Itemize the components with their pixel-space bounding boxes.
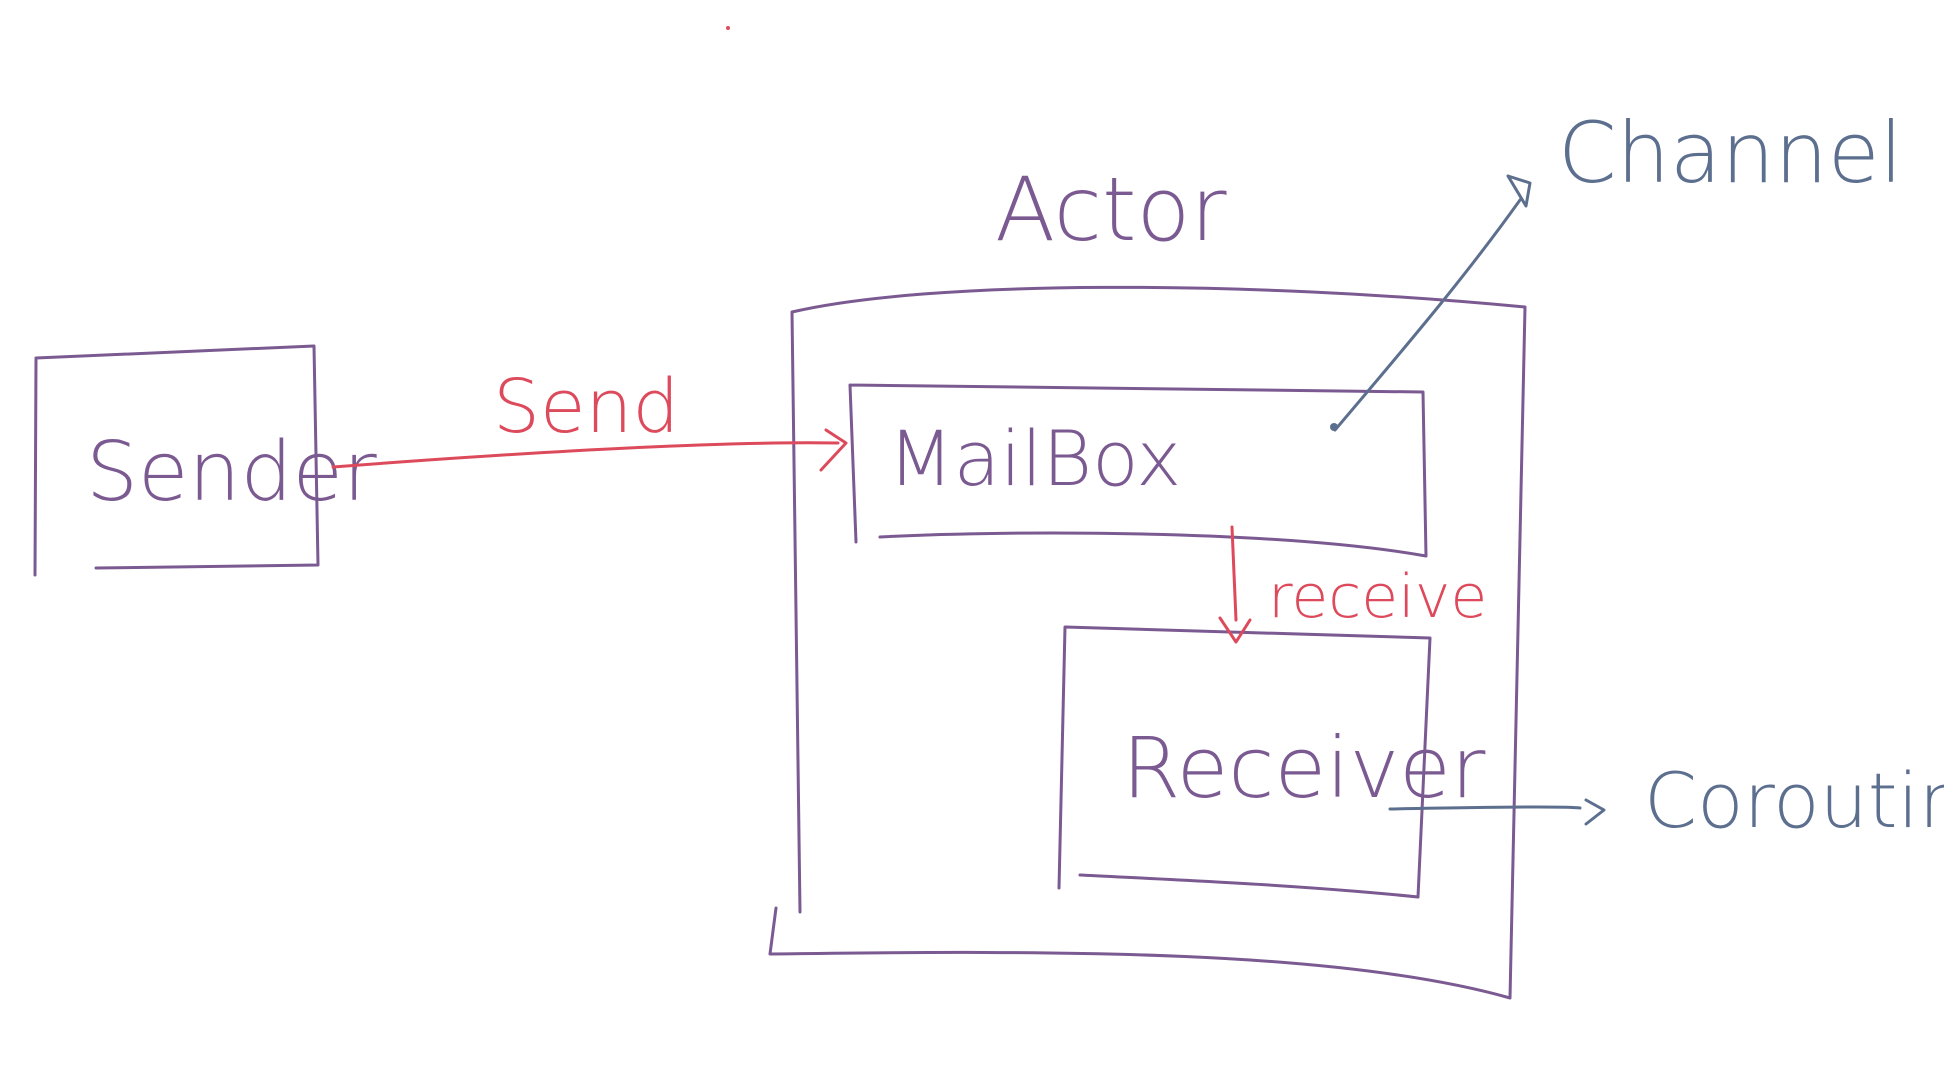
actor-box xyxy=(768,285,1527,1000)
coroutine-annotation: Coroutine xyxy=(1388,756,1944,845)
channel-annotation: Channel xyxy=(1330,104,1903,432)
channel-label: Channel xyxy=(1558,104,1903,202)
receive-label: receive xyxy=(1268,562,1487,632)
receive-arrowhead xyxy=(1218,616,1252,644)
mailbox-label: MailBox xyxy=(888,414,1181,503)
channel-pointer-head xyxy=(1506,174,1532,208)
stray-dot xyxy=(726,26,730,30)
send-arrowhead xyxy=(819,428,848,472)
receive-edge: receive xyxy=(1218,525,1487,644)
coroutine-label: Coroutine xyxy=(1644,756,1944,845)
mailbox-box xyxy=(848,383,1428,558)
receiver-label: Receiver xyxy=(1122,719,1486,817)
channel-pointer-dot xyxy=(1330,423,1338,431)
receiver-box xyxy=(1057,625,1432,899)
sender-node: Sender xyxy=(33,344,377,577)
send-edge: Send xyxy=(331,364,848,472)
sender-box xyxy=(33,344,320,577)
receiver-node: Receiver xyxy=(1057,625,1486,899)
sender-label: Sender xyxy=(86,425,377,520)
mailbox-node: MailBox xyxy=(848,383,1428,558)
coroutine-pointer-head xyxy=(1584,798,1606,826)
send-arrow-line xyxy=(331,441,840,469)
send-label: Send xyxy=(493,364,679,450)
actor-label: Actor xyxy=(995,158,1227,261)
coroutine-pointer-line xyxy=(1388,805,1582,811)
actor-node: Actor xyxy=(768,158,1527,1000)
channel-pointer-line xyxy=(1333,198,1522,432)
receive-arrow-line xyxy=(1230,525,1238,622)
